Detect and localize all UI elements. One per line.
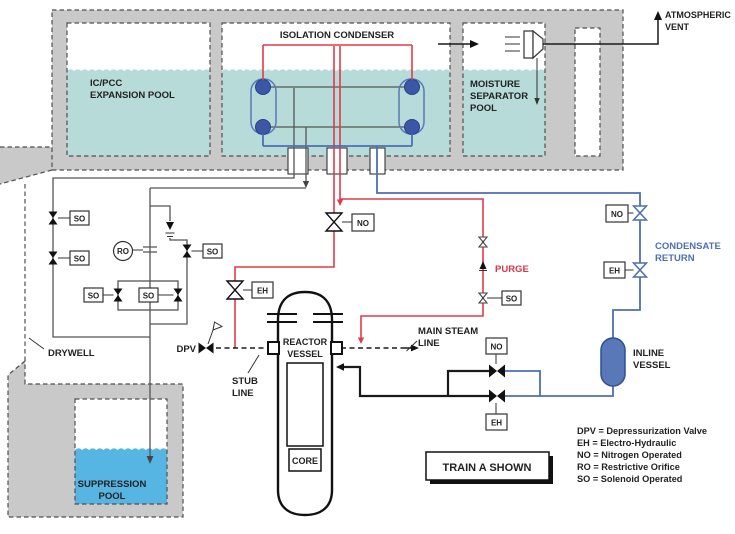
suppression-pool-label: SUPPRESSION: [78, 479, 147, 490]
check-valve: [166, 222, 174, 230]
no-valve: [489, 364, 505, 378]
suppression-pool-label: POOL: [99, 491, 126, 502]
legend-item: RO = Restrictive Orifice: [577, 462, 680, 472]
flow-arrow-down: [336, 199, 344, 206]
flow-arrow-right: [470, 40, 479, 48]
title-isolation-condenser: ISOLATION CONDENSER: [280, 30, 394, 41]
expansion-pool-label: EXPANSION POOL: [90, 90, 175, 101]
flow-arrow-down: [302, 181, 310, 188]
squib-flag-icon: [212, 321, 224, 331]
vent-valve-network: [48, 88, 310, 464]
vent-arrow-up: [654, 11, 662, 20]
flow-arrow-left: [336, 363, 344, 371]
condensate-return-label: RETURN: [655, 253, 695, 264]
so-tag: SO: [143, 292, 155, 301]
legend-item: NO = Nitrogen Operated: [577, 450, 682, 460]
atmospheric-vent-label: ATMOSPHERIC: [665, 10, 731, 20]
legend: DPV = Depressurization Valve EH = Electr…: [577, 426, 707, 484]
moisture-pool-label: SEPARATOR: [470, 91, 528, 102]
expansion-pool-label: IC/PCC: [90, 78, 122, 89]
head-flange: [267, 313, 343, 323]
flow-arrow-down: [357, 337, 365, 344]
main-steam-line-label: LINE: [418, 338, 440, 349]
core-shroud: [286, 362, 324, 447]
eh-valve: [489, 389, 505, 403]
so-tag: SO: [88, 292, 100, 301]
no-tag: NO: [357, 219, 369, 228]
restrictive-orifice: [143, 246, 157, 253]
eh-valve: [631, 262, 649, 278]
legend-item: EH = Electro-Hydraulic: [577, 438, 676, 448]
so-valve: [182, 244, 192, 258]
flow-arrow-right: [411, 344, 419, 352]
eh-tag: EH: [491, 419, 502, 428]
valve-tag-boxes: SO SO RO SO SO SO NO EH SO NO EH NO EH: [69, 204, 629, 431]
so-valve: [48, 251, 58, 265]
stub-line-label: STUB: [232, 376, 258, 387]
so-valve: [113, 288, 123, 302]
inline-vessel-label: VESSEL: [633, 360, 671, 371]
floor-sleeves: [287, 147, 386, 175]
so-tag: SO: [74, 255, 86, 264]
reactor-vessel-label: VESSEL: [287, 349, 323, 359]
reactor-vessel: [267, 290, 343, 517]
nozzle-right: [330, 341, 343, 355]
eh-tag: EH: [257, 287, 268, 296]
core-box: [288, 448, 322, 472]
purge-label: PURGE: [495, 264, 529, 275]
train-a-box: TRAIN A SHOWN: [425, 451, 553, 484]
so-tag: SO: [207, 248, 219, 257]
eh-tag: EH: [609, 267, 620, 276]
dpv-valve: [198, 342, 214, 354]
stub-line-label: LINE: [232, 388, 254, 399]
main-steam-pointer: [406, 340, 418, 352]
purge-line: [340, 198, 502, 344]
condensate-return-label: CONDENSATE: [655, 241, 721, 252]
moisture-pool-label: POOL: [470, 103, 497, 114]
moisture-pool-label: MOISTURE: [470, 79, 520, 90]
so-tag: SO: [74, 215, 86, 224]
isolation-condenser: [250, 78, 425, 135]
legend-item: SO = Solenoid Operated: [577, 474, 682, 484]
no-tag: NO: [611, 210, 623, 219]
inline-vessel-label: INLINE: [633, 348, 664, 359]
no-valve: [324, 212, 344, 232]
so-valve: [48, 211, 58, 225]
separator-body: [523, 30, 534, 59]
eh-valve: [225, 280, 245, 300]
nozzle-left: [267, 341, 280, 355]
no-valve: [631, 205, 649, 221]
so-tag: SO: [506, 295, 518, 304]
ro-instrument: [112, 240, 134, 262]
atmospheric-vent-label: VENT: [665, 22, 690, 32]
separator-diffuser: [532, 29, 544, 60]
steam-supply-line: [225, 44, 413, 348]
reactor-vessel-label: REACTOR: [283, 337, 328, 347]
drain-arrow: [534, 98, 540, 105]
core-label: CORE: [292, 456, 318, 466]
main-steam-line-label: MAIN STEAM: [418, 326, 478, 337]
train-a-label: TRAIN A SHOWN: [442, 462, 531, 474]
diagram-labels: ISOLATION CONDENSER IC/PCC EXPANSION POO…: [48, 10, 731, 502]
injection-piping: [336, 354, 505, 414]
moisture-separator: [438, 11, 662, 105]
drywell-pointer: [28, 337, 45, 350]
no-tag: NO: [491, 343, 503, 352]
steam-flow-icon: [505, 36, 520, 52]
condensate-return-line: [262, 134, 649, 397]
stub-and-main-steam: [28, 321, 419, 374]
suppression-discharge-arrow: [146, 456, 154, 464]
stub-pointer: [247, 354, 260, 374]
legend-item: DPV = Depressurization Valve: [577, 426, 707, 436]
so-valve: [173, 288, 183, 302]
dpv-label: DPV: [176, 344, 196, 355]
vent-pipe: [543, 16, 659, 45]
ro-tag: RO: [117, 247, 129, 256]
drywell-label: DRYWELL: [48, 348, 95, 359]
inline-vessel: [600, 337, 626, 387]
check-valve: [479, 261, 487, 269]
